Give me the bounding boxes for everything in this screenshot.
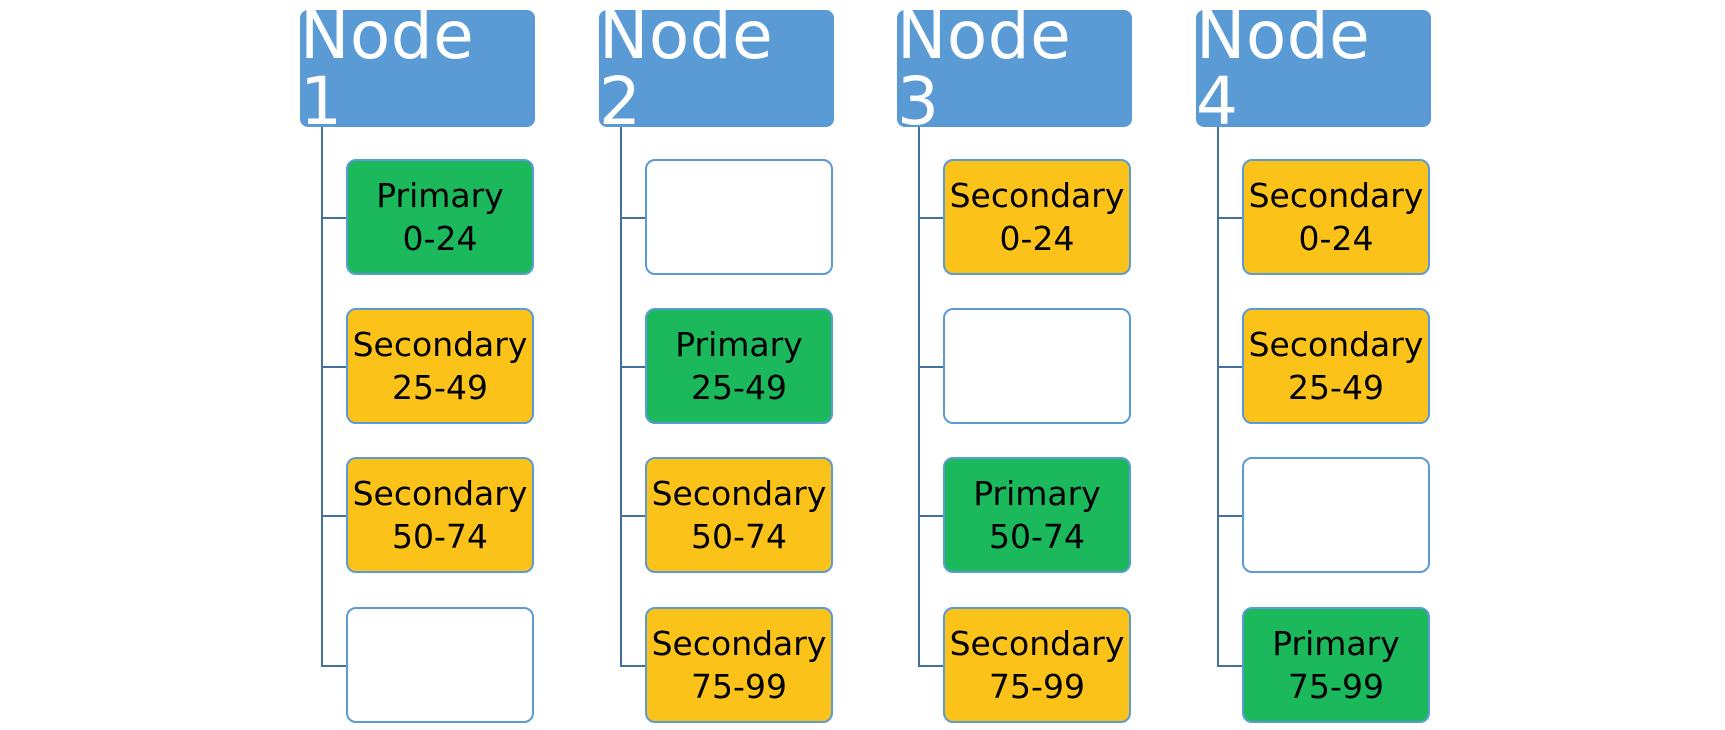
partition-slot-empty <box>346 607 534 723</box>
connector-branch <box>918 665 943 667</box>
connector-branch <box>620 515 645 517</box>
connector-branch <box>1217 665 1242 667</box>
connector-branch <box>321 515 346 517</box>
node-header-3: Node 3 <box>897 2 1132 134</box>
slot-role: Secondary <box>949 624 1125 663</box>
node-header-2: Node 2 <box>599 2 834 134</box>
connector-branch <box>1217 366 1242 368</box>
node-column-4: Node 4 Secondary 0-24 Secondary 25-49 Pr… <box>1196 0 1456 730</box>
slot-range: 50-74 <box>392 517 488 556</box>
slot-range: 50-74 <box>989 517 1085 556</box>
slot-range: 75-99 <box>989 667 1085 706</box>
partition-slot: Primary 0-24 <box>346 159 534 275</box>
connector-branch <box>1217 515 1242 517</box>
connector-spine <box>918 127 920 666</box>
slot-role: Secondary <box>352 474 528 513</box>
partition-slot: Secondary 75-99 <box>645 607 833 723</box>
connector-branch <box>918 217 943 219</box>
slot-range: 75-99 <box>1288 667 1384 706</box>
slot-role: Primary <box>376 176 504 215</box>
partition-slot: Primary 50-74 <box>943 457 1131 573</box>
slot-range: 25-49 <box>691 368 787 407</box>
slot-range: 0-24 <box>402 219 478 258</box>
partition-slot: Secondary 0-24 <box>943 159 1131 275</box>
slot-role: Secondary <box>651 474 827 513</box>
slot-range: 25-49 <box>1288 368 1384 407</box>
connector-branch <box>321 665 346 667</box>
connector-branch <box>321 217 346 219</box>
partition-slot: Secondary 25-49 <box>1242 308 1430 424</box>
partition-slot: Secondary 25-49 <box>346 308 534 424</box>
node-column-3: Node 3 Secondary 0-24 Primary 50-74 Seco… <box>897 0 1157 730</box>
partition-slot-empty <box>943 308 1131 424</box>
connector-branch <box>620 665 645 667</box>
slot-role: Secondary <box>352 325 528 364</box>
connector-branch <box>918 515 943 517</box>
slot-role: Primary <box>1272 624 1400 663</box>
slot-role: Secondary <box>651 624 827 663</box>
slot-range: 50-74 <box>691 517 787 556</box>
node-header-4: Node 4 <box>1196 2 1431 134</box>
partition-slot-empty <box>1242 457 1430 573</box>
node-column-1: Node 1 Primary 0-24 Secondary 25-49 Seco… <box>300 0 560 730</box>
partition-slot: Secondary 75-99 <box>943 607 1131 723</box>
node-header-1: Node 1 <box>300 2 535 134</box>
connector-spine <box>321 127 323 666</box>
slot-role: Secondary <box>1248 325 1424 364</box>
connector-branch <box>620 217 645 219</box>
slot-range: 75-99 <box>691 667 787 706</box>
connector-branch <box>620 366 645 368</box>
slot-range: 0-24 <box>1298 219 1374 258</box>
connector-spine <box>1217 127 1219 666</box>
slot-role: Secondary <box>949 176 1125 215</box>
connector-branch <box>1217 217 1242 219</box>
connector-spine <box>620 127 622 666</box>
partition-slot: Secondary 50-74 <box>645 457 833 573</box>
partition-slot: Primary 75-99 <box>1242 607 1430 723</box>
connector-branch <box>321 366 346 368</box>
partition-slot-empty <box>645 159 833 275</box>
slot-range: 25-49 <box>392 368 488 407</box>
partition-slot: Primary 25-49 <box>645 308 833 424</box>
node-column-2: Node 2 Primary 25-49 Secondary 50-74 Sec… <box>599 0 859 730</box>
partition-slot: Secondary 50-74 <box>346 457 534 573</box>
partition-slot: Secondary 0-24 <box>1242 159 1430 275</box>
slot-role: Primary <box>675 325 803 364</box>
slot-range: 0-24 <box>999 219 1075 258</box>
connector-branch <box>918 366 943 368</box>
slot-role: Primary <box>973 474 1101 513</box>
slot-role: Secondary <box>1248 176 1424 215</box>
